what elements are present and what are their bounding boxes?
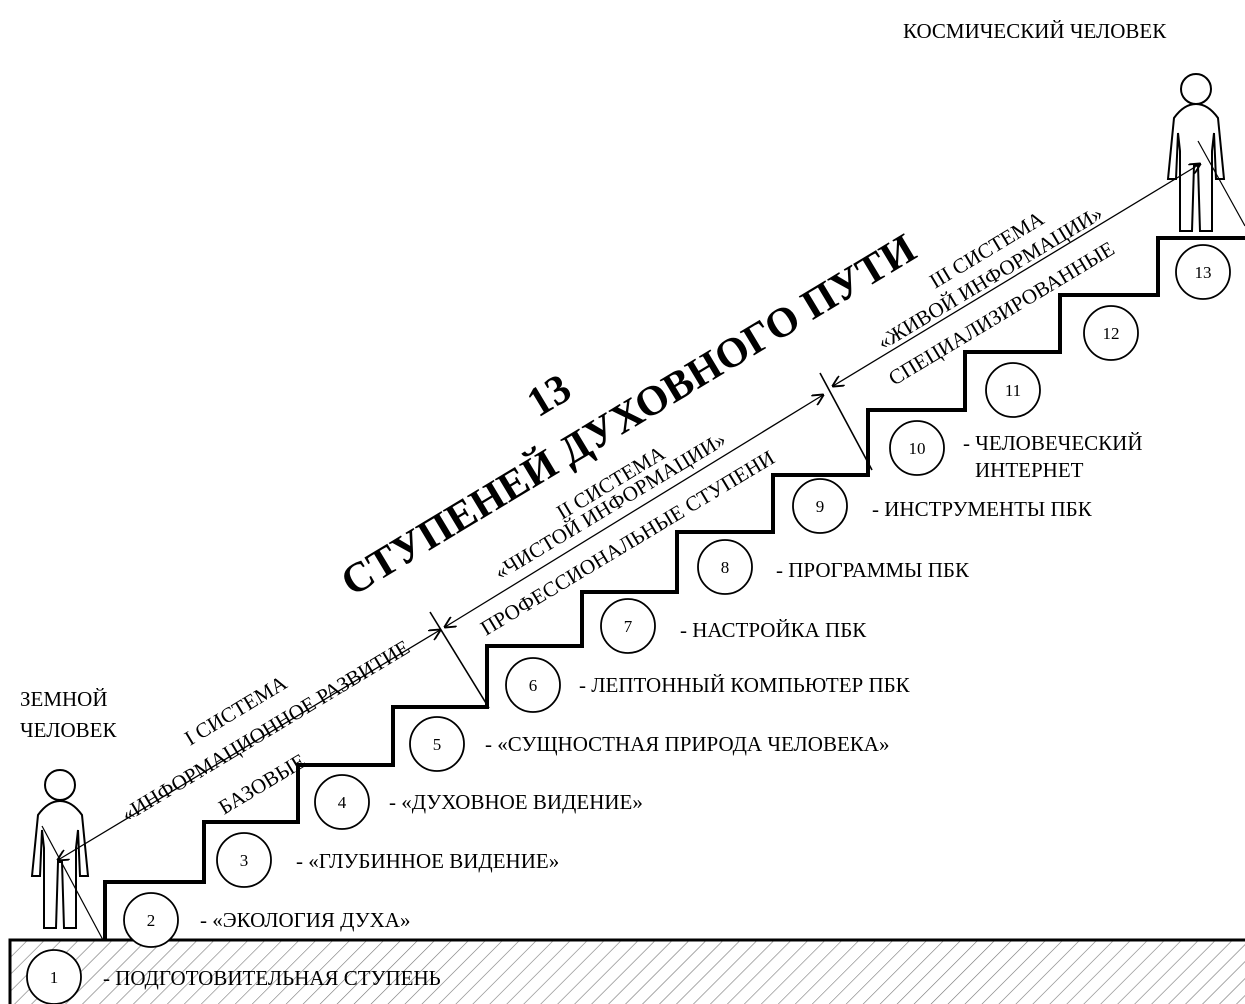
step-circle-1: 1 — [26, 949, 82, 1004]
step-circle-10: 10 — [889, 420, 945, 476]
step-circle-2: 2 — [123, 892, 179, 948]
svg-text:10: 10 — [909, 439, 926, 458]
step-circle-5: 5 — [409, 716, 465, 772]
step-circle-6: 6 — [505, 657, 561, 713]
svg-text:8: 8 — [721, 558, 730, 577]
step-label-1: - ПОДГОТОВИТЕЛЬНАЯ СТУПЕНЬ — [103, 966, 441, 990]
cosmic-man-label: КОСМИЧЕСКИЙ ЧЕЛОВЕК — [903, 19, 1167, 43]
svg-text:12: 12 — [1103, 324, 1120, 343]
step-label-10: - ЧЕЛОВЕЧЕСКИЙ — [963, 431, 1143, 455]
step-label-6: - ЛЕПТОННЫЙ КОМПЬЮТЕР ПБК — [579, 673, 911, 697]
cosmic-man-figure — [1166, 73, 1226, 232]
title-number: 13 — [519, 366, 579, 427]
step-circle-7: 7 — [600, 598, 656, 654]
earth-man-label-line2: ЧЕЛОВЕК — [20, 718, 117, 742]
system-arrow-3 — [833, 164, 1200, 386]
step-circle-8: 8 — [697, 539, 753, 595]
division-line-0 — [41, 825, 104, 941]
svg-text:2: 2 — [147, 911, 156, 930]
step-label-5: - «СУЩНОСТНАЯ ПРИРОДА ЧЕЛОВЕКА» — [485, 732, 889, 756]
step-circle-13: 13 — [1175, 244, 1231, 300]
system-arrow-2 — [445, 395, 823, 627]
step-circle-11: 11 — [985, 362, 1041, 418]
step-label-8: - ПРОГРАММЫ ПБК — [776, 558, 970, 582]
svg-text:4: 4 — [338, 793, 347, 812]
division-line-2 — [819, 372, 873, 471]
system-arrow-1 — [58, 630, 440, 860]
svg-text:7: 7 — [624, 617, 633, 636]
staircase — [103, 236, 1245, 940]
step-label-7: - НАСТРОЙКА ПБК — [680, 618, 867, 642]
earth-man-label: ЗЕМНОЙ — [20, 687, 108, 711]
division-line-3 — [1197, 140, 1245, 227]
svg-text:9: 9 — [816, 497, 825, 516]
svg-text:1: 1 — [50, 968, 59, 987]
step-label-4: - «ДУХОВНОЕ ВИДЕНИЕ» — [389, 790, 643, 814]
ground — [8, 938, 1245, 1004]
svg-text:5: 5 — [433, 735, 442, 754]
step-circle-3: 3 — [216, 832, 272, 888]
step-circle-4: 4 — [314, 774, 370, 830]
step-circle-9: 9 — [792, 478, 848, 534]
svg-text:13: 13 — [1195, 263, 1212, 282]
step-circles: 1 2 3 4 5 6 7 8 9 10 11 12 13 — [26, 244, 1231, 1004]
svg-text:11: 11 — [1005, 381, 1021, 400]
svg-text:3: 3 — [240, 851, 249, 870]
division-line-1 — [429, 611, 490, 709]
step-labels: - ПОДГОТОВИТЕЛЬНАЯ СТУПЕНЬ - «ЭКОЛОГИЯ Д… — [103, 431, 1143, 990]
earth-man-figure — [30, 769, 90, 929]
step-label-9: - ИНСТРУМЕНТЫ ПБК — [872, 497, 1093, 521]
step-label-3: - «ГЛУБИННОЕ ВИДЕНИЕ» — [296, 849, 559, 873]
step-label-10-line2: ИНТЕРНЕТ — [975, 458, 1084, 482]
step-label-2: - «ЭКОЛОГИЯ ДУХА» — [200, 908, 410, 932]
svg-text:6: 6 — [529, 676, 538, 695]
step-circle-12: 12 — [1083, 305, 1139, 361]
